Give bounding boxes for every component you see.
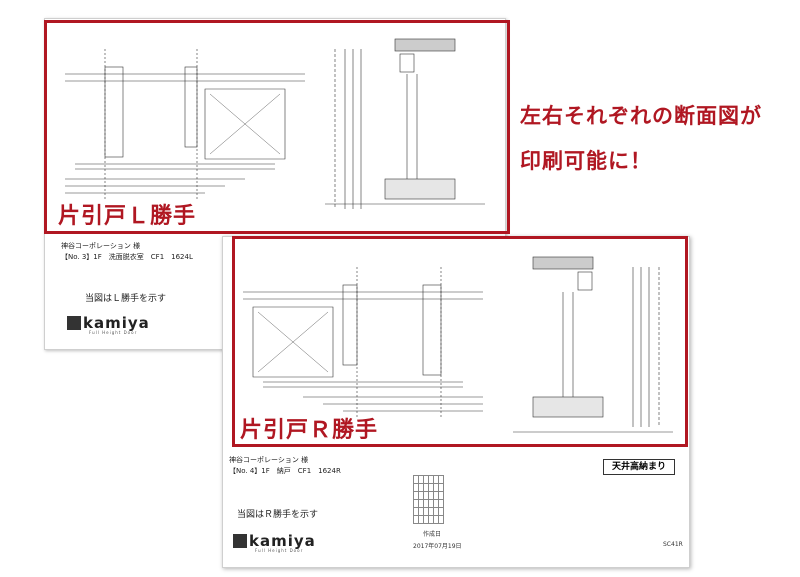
company-logo: kamiya Full Height Door [67,314,150,335]
spec-table [413,475,444,524]
drawing-title: 天井高納まり [603,459,675,475]
highlight-box-left [44,20,510,234]
handedness-note: 当図はＬ勝手を示す [85,294,167,304]
section-drawing-right [243,256,673,433]
drawing-number: SC41R [663,541,683,548]
client-name: 神谷コーポレーション 様 [229,456,309,464]
caption-right-handed: 片引戸Ｒ勝手 [240,418,379,443]
logo-text: kamiya [83,314,150,332]
project-label: 【No. 3】1F 洗面脱衣室 CF1 1624L [61,253,193,261]
section-drawing-left [65,38,485,209]
logo-text: kamiya [249,532,316,550]
logo-mark-icon [233,534,247,548]
promo-line-2: 印刷可能に！ [520,149,652,173]
company-logo: kamiya Full Height Door [233,532,316,553]
client-name: 神谷コーポレーション 様 [61,242,141,250]
promo-line-1: 左右それぞれの断面図が [520,104,762,128]
logo-mark-icon [67,316,81,330]
drawing-sheet-right: 神谷コーポレーション 様 【No. 4】1F 納戸 CF1 1624R 当図はＲ… [222,236,690,568]
logo-subtitle: Full Height Door [89,330,138,335]
highlight-box-right [232,236,688,447]
project-label: 【No. 4】1F 納戸 CF1 1624R [229,467,341,475]
created-date: 2017年07月19日 [413,543,462,550]
handedness-note: 当図はＲ勝手を示す [237,510,319,520]
created-label: 作成日 [423,531,442,538]
caption-left-handed: 片引戸Ｌ勝手 [58,204,197,229]
logo-subtitle: Full Height Door [255,548,304,553]
